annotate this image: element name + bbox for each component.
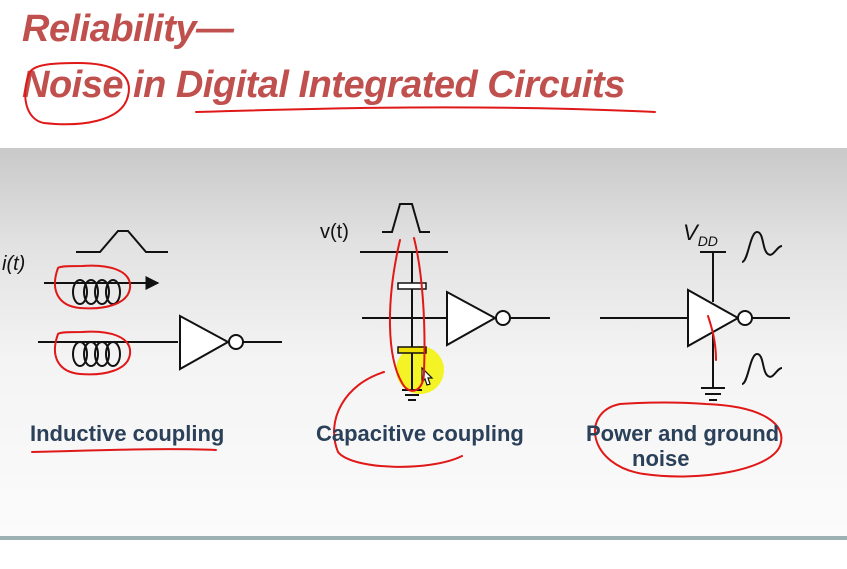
slide-title-line2: Noise in Digital Integrated Circuits [22,64,625,107]
inverter-triangle-2 [446,290,498,347]
inverter-bubble-2 [495,310,511,326]
inductive-underline-annotation [31,448,217,453]
capacitor-path-annotation [388,237,426,392]
capacitive-label-annotation [333,371,463,468]
power-ground-label-line2: noise [632,446,690,471]
title-word-noise: Noise [22,64,123,106]
inverter-triangle-1 [179,314,231,371]
inverter-bubble-3 [737,310,753,326]
pen-annotations [24,61,783,478]
power-ground-noise-diagram: VDD [600,220,790,401]
underline-title-annotation [195,106,656,113]
panel-bottom-rule [0,536,847,540]
voltage-signal-label: v(t) [320,221,349,243]
cursor-highlight [396,346,444,394]
capacitive-coupling-diagram: v(t) [320,203,550,401]
power-label-annotation [594,401,783,478]
capacitive-coupling-label: Capacitive coupling [316,421,524,446]
inductive-coupling-label: Inductive coupling [30,421,225,446]
ground-capacitor [397,346,427,354]
vdd-label: VDD [683,220,718,249]
inductive-coupling-diagram: i(t) [2,230,282,371]
slide-title-line1: Reliability— [22,8,234,50]
circle-noise-annotation [24,61,130,126]
upper-inductor-coil [72,279,121,305]
lower-inductor-coil [72,341,121,367]
circle-lower-coil-annotation [53,330,132,376]
voltage-pulse-waveform [382,203,430,233]
supply-noise-waveform [741,230,783,263]
ground-noise-waveform [741,352,783,385]
power-ground-label-line1: Power and ground [586,421,780,446]
current-pulse-waveform [76,230,168,253]
title-rest: in Digital Integrated Circuits [122,64,625,106]
current-signal-label: i(t) [2,253,25,275]
inverter-bubble-1 [228,334,244,350]
ground-bounce-annotation [707,315,717,361]
circle-upper-coil-annotation [53,264,132,310]
